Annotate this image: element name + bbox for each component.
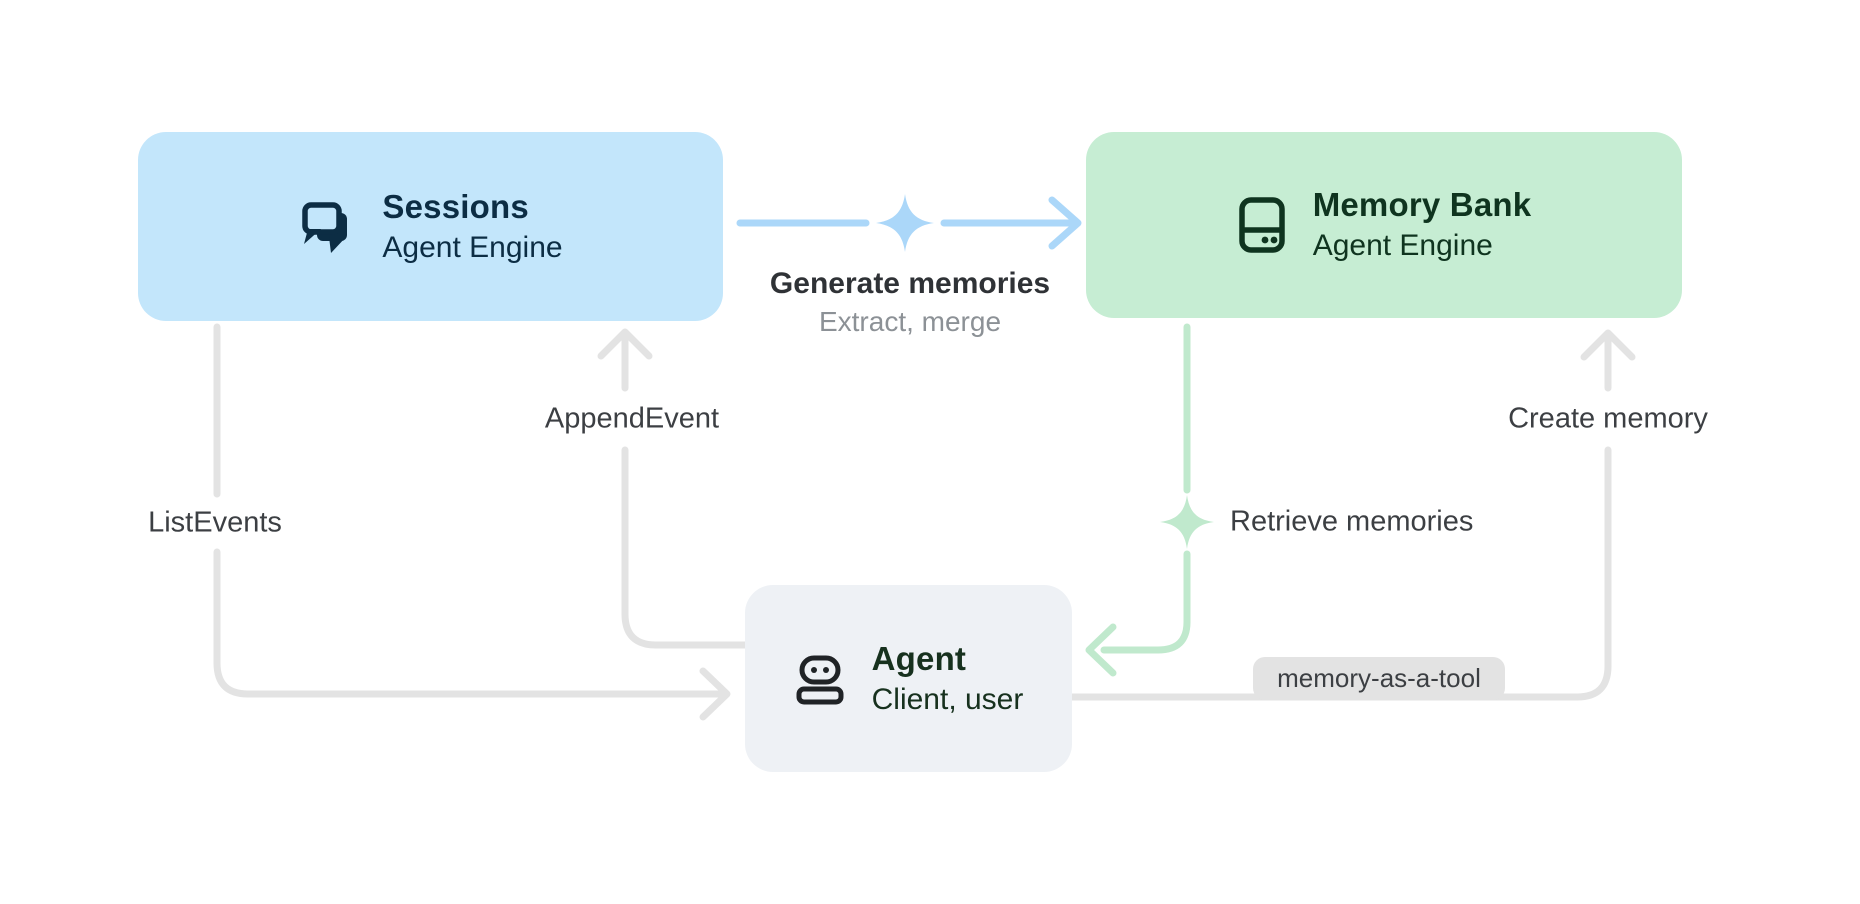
edge-list-events — [213, 323, 731, 721]
chat-forum-icon — [302, 201, 348, 253]
edge-label-list-events: ListEvents — [142, 504, 288, 542]
node-agent: Agent Client, user — [745, 585, 1072, 772]
robot-icon — [796, 655, 844, 704]
edge-label-create-memory: Create memory — [1502, 400, 1714, 438]
edge-label-append-event: AppendEvent — [538, 400, 726, 438]
node-memory-bank: Memory Bank Agent Engine — [1086, 132, 1682, 318]
sparkle-icon — [876, 194, 934, 252]
edge-sublabel-extract-merge: Extract, merge — [818, 306, 1002, 337]
node-subtitle: Agent Engine — [382, 230, 563, 264]
node-subtitle: Agent Engine — [1312, 229, 1493, 262]
edge-label-retrieve-memories: Retrieve memories — [1230, 505, 1474, 538]
edge-create-memory — [1068, 329, 1636, 701]
edge-label-generate-memories: Generate memories — [769, 267, 1051, 300]
edge-append-event — [597, 328, 749, 649]
node-title: Memory Bank — [1312, 186, 1532, 223]
node-title: Sessions — [382, 187, 529, 225]
edge-generate-memories — [736, 194, 1082, 252]
node-sessions: Sessions Agent Engine — [138, 132, 723, 321]
edge-retrieve-memories — [1085, 323, 1214, 677]
sparkle-icon — [1160, 495, 1214, 549]
node-subtitle: Client, user — [871, 682, 1024, 716]
memory-as-a-tool-badge: memory-as-a-tool — [1253, 657, 1505, 700]
node-title: Agent — [871, 639, 967, 677]
memory-storage-icon — [1238, 197, 1285, 253]
